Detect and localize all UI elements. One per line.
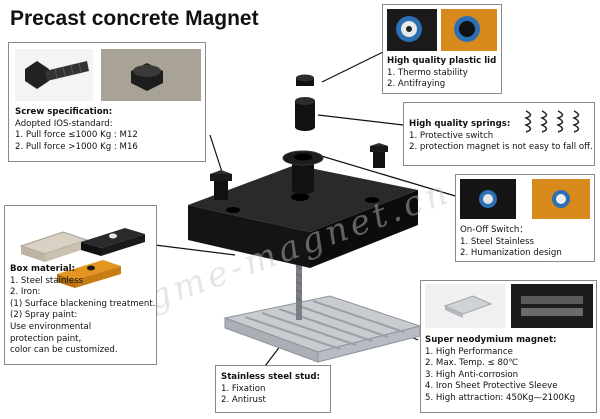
steel-plate [223,295,422,363]
springs-heading: High quality springs: [409,119,511,129]
springs-box: High quality springs: 1. Protective swit… [403,102,595,166]
leader-box [154,244,236,256]
spring-housing [295,97,315,131]
steel-stud-box: Stainless steel stud: 1. Fixation 2. Ant… [215,365,331,413]
lid-photo-black [387,9,437,51]
switch-heading: On-Off Switch： [460,225,528,235]
page-title: Precast concrete Magnet [10,7,259,30]
screw-line: Adopted IOS-standard: [15,118,113,129]
lid-photo-orange [441,9,497,51]
neodymium-line: 3. High Anti-corrosion [425,369,519,380]
switch-line: 2. Humanization design [460,248,562,259]
box-material-line: 1. Steel stainless [10,275,84,286]
bolt-photo [15,49,93,101]
left-screw [210,170,232,200]
stainless-box-photo [19,231,89,262]
center-bushing [282,150,324,194]
neodymium-photo-inside [511,284,593,328]
switch-line: 1. Steel Stainless [460,236,535,247]
springs-photo [524,110,580,133]
stud-line: 2. Antirust [221,395,266,406]
lid-line: 1. Thermo stability [387,67,468,78]
leader-lid [321,51,384,83]
neodymium-heading: Super neodymium magnet: [425,335,557,345]
box-material-box: Box material: 1. Steel stainless 2. Iron… [4,205,157,365]
leader-switch [317,154,463,199]
switch-photo-orange [532,179,590,219]
box-material-heading: Box material: [10,264,76,274]
neodymium-photo-plate [425,284,505,328]
box-material-line: color can be customized. [10,345,118,356]
box-material-line: (1) Surface blackening treatment. [10,298,156,309]
springs-line: 1. Protective switch [409,130,494,141]
plastic-lid-box: High quality plastic lid 1. Thermo stabi… [382,4,502,94]
neodymium-line: 5. High attraction: 450Kg—2100Kg [425,392,576,403]
stud-heading: Stainless steel stud: [221,372,320,382]
stud-line: 1. Fixation [221,383,266,394]
screw-line: 1. Pull force ≤1000 Kg : M12 [15,130,138,141]
right-screw [370,143,388,168]
switch-photo-black [460,179,516,219]
leader-springs [317,114,404,126]
lid-heading: High quality plastic lid [387,56,497,66]
neodymium-line: 1. High Performance [425,346,513,357]
box-material-line: (2) Spray paint: [10,310,78,321]
neodymium-box: Super neodymium magnet: 1. High Performa… [420,280,597,413]
box-material-line: 2. Iron: [10,287,41,298]
black-box-photo [81,228,145,256]
steel-stud [296,250,302,320]
springs-line: 2. protection magnet is not easy to fall… [409,142,593,153]
screw-spec-box: Screw specification: Adopted IOS-standar… [8,42,206,162]
box-material-line: protection paint, [10,333,82,344]
neodymium-line: 2. Max. Temp. ≤ 80℃ [425,358,519,369]
neodymium-line: 4. Iron Sheet Protective Sleeve [425,381,558,392]
magnet-body [188,165,418,268]
screw-heading: Screw specification: [15,107,113,117]
box-material-photos [19,228,145,288]
nut-photo [101,49,201,101]
lid-line: 2. Antifraying [387,79,446,90]
leader-screw [209,134,223,173]
on-off-switch-box: On-Off Switch： 1. Steel Stainless 2. Hum… [455,174,595,262]
screw-line: 2. Pull force >1000 Kg : M16 [15,141,138,152]
orange-box-photo [57,260,121,288]
plastic-lid [296,74,314,86]
box-material-line: Use environmental [10,321,92,332]
